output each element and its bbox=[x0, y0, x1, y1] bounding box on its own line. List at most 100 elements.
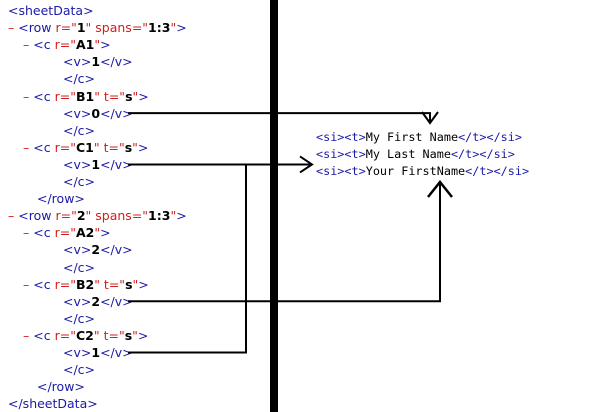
tag-close: > bbox=[100, 225, 111, 241]
attr-name: r bbox=[54, 225, 60, 241]
shared-string-item: <si><t>Your FirstName</t></si> bbox=[316, 163, 529, 180]
tag-close: > bbox=[176, 208, 187, 224]
attr-eq: =" bbox=[108, 276, 126, 292]
xml-line: <v>0</v> bbox=[63, 105, 133, 122]
tag-end: </v> bbox=[100, 293, 133, 309]
tag-close: > bbox=[137, 139, 149, 155]
collapse-minus: – bbox=[8, 20, 15, 36]
xml-line: <v>2</v> bbox=[63, 293, 133, 310]
tag-name: c bbox=[43, 276, 51, 292]
tag-open: < bbox=[33, 276, 44, 292]
arrow-c2-to-string-1 bbox=[128, 164, 247, 354]
attr-quote: " bbox=[132, 139, 138, 155]
tag-close: > bbox=[176, 20, 187, 36]
attr-quote: " bbox=[94, 225, 101, 241]
attr-eq: =" bbox=[108, 327, 125, 343]
attr-value: s bbox=[125, 88, 133, 104]
xml-line: – <c r="A2"> bbox=[23, 224, 111, 241]
tag-open: < bbox=[18, 208, 29, 224]
tag-open: < bbox=[63, 156, 74, 172]
tag-open: < bbox=[63, 293, 74, 309]
tag-name: c bbox=[43, 139, 51, 155]
xml-line: – <c r="B2" t="s"> bbox=[23, 276, 149, 293]
tag-close: > bbox=[100, 37, 111, 53]
si-open-tags: <si><t> bbox=[316, 130, 366, 144]
collapse-minus: – bbox=[23, 327, 30, 343]
xml-line: </c> bbox=[63, 173, 95, 190]
cell-value: 2 bbox=[91, 293, 101, 309]
attr-eq: =" bbox=[131, 20, 149, 36]
vertical-divider bbox=[270, 0, 278, 412]
tag-open: < bbox=[33, 327, 44, 343]
arrowhead-up bbox=[427, 179, 453, 198]
attr-eq: =" bbox=[59, 327, 76, 343]
tag-end: </v> bbox=[100, 54, 133, 70]
attr-name: r bbox=[55, 20, 61, 36]
attr-eq: =" bbox=[108, 88, 126, 104]
attr-name: r bbox=[54, 327, 60, 343]
attr-value: C2 bbox=[75, 327, 94, 343]
xml-line: – <c r="C2" t="s"> bbox=[23, 327, 148, 344]
tag-name: c bbox=[43, 37, 51, 53]
xml-line: </c> bbox=[63, 361, 95, 378]
tag-close: > bbox=[83, 3, 94, 18]
attr-value: s bbox=[125, 276, 133, 292]
attr-eq: =" bbox=[131, 208, 149, 224]
tag-open: < bbox=[33, 139, 44, 155]
xml-line: </c> bbox=[63, 70, 95, 87]
si-close-tags: </t></si> bbox=[465, 164, 530, 178]
arrow-b2-to-string-2 bbox=[128, 183, 441, 303]
xml-line: – <row r="1" spans="1:3"> bbox=[8, 19, 187, 36]
attr-eq: =" bbox=[59, 276, 76, 292]
shared-string-item: <si><t>My Last Name</t></si> bbox=[316, 146, 515, 163]
si-close-tags: </t></si> bbox=[450, 147, 515, 161]
attr-value: C1 bbox=[75, 139, 94, 155]
si-close-tags: </t></si> bbox=[458, 130, 522, 144]
collapse-minus: – bbox=[23, 37, 30, 53]
attr-value: A1 bbox=[75, 37, 95, 53]
tag-end: </v> bbox=[100, 345, 133, 360]
xml-line: – <row r="2" spans="1:3"> bbox=[8, 207, 187, 224]
si-open-tags: <si><t> bbox=[316, 147, 366, 161]
tag-name: </c> bbox=[63, 362, 96, 378]
arrowhead-down bbox=[421, 111, 439, 125]
cell-value: 1 bbox=[91, 345, 101, 360]
xml-line: </sheetData> bbox=[8, 395, 98, 412]
tag-name: c bbox=[43, 327, 51, 343]
si-text: Your FirstName bbox=[365, 164, 466, 178]
attr-name: r bbox=[54, 276, 60, 292]
attr-name: r bbox=[54, 88, 60, 104]
xml-line: </c> bbox=[63, 310, 95, 327]
attr-name: r bbox=[54, 37, 60, 53]
xml-line: <v>2</v> bbox=[63, 241, 133, 258]
attr-name: r bbox=[54, 139, 60, 155]
tag-name: sheetData bbox=[18, 3, 84, 18]
collapse-minus: – bbox=[23, 225, 30, 241]
attr-value: 2 bbox=[76, 208, 86, 224]
xml-line: <v>1</v> bbox=[63, 344, 133, 361]
attr-eq: =" bbox=[108, 139, 125, 155]
si-open-tags: <si><t> bbox=[316, 164, 366, 178]
tag-end: </v> bbox=[100, 156, 133, 172]
tag-close: > bbox=[138, 88, 149, 104]
arrow-b1-to-string-0 bbox=[128, 112, 431, 122]
xml-line: – <c r="A1"> bbox=[23, 36, 111, 53]
tag-close: > bbox=[137, 327, 149, 343]
attr-quote: " bbox=[85, 20, 92, 36]
attr-quote: " bbox=[93, 139, 100, 155]
tag-name: </c> bbox=[63, 122, 96, 138]
tag-close: > bbox=[80, 156, 92, 172]
tag-close: > bbox=[80, 293, 92, 309]
attr-name: spans bbox=[95, 20, 132, 36]
tag-name: c bbox=[43, 88, 51, 104]
attr-eq: =" bbox=[59, 88, 76, 104]
attr-name: t bbox=[103, 327, 109, 343]
si-text: My First Name bbox=[365, 130, 459, 144]
attr-eq: =" bbox=[59, 225, 76, 241]
attr-name: t bbox=[103, 276, 109, 292]
xml-line: </row> bbox=[37, 378, 85, 395]
attr-value: B2 bbox=[75, 276, 95, 292]
tag-name: </c> bbox=[63, 174, 96, 189]
tag-open: < bbox=[63, 242, 74, 258]
tag-name: v bbox=[73, 293, 81, 309]
